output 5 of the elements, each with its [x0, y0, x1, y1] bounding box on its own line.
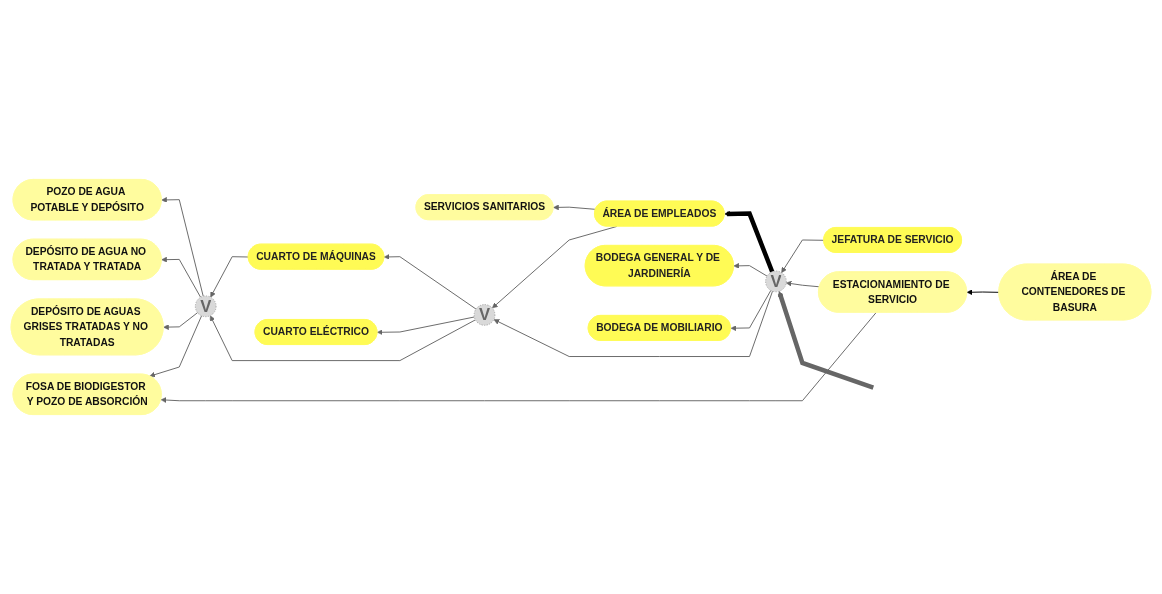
node-circle: V — [765, 270, 787, 293]
node-circle: V — [195, 295, 217, 317]
node-circle: V — [473, 304, 496, 326]
arrow — [724, 211, 775, 273]
arrow — [777, 291, 875, 390]
